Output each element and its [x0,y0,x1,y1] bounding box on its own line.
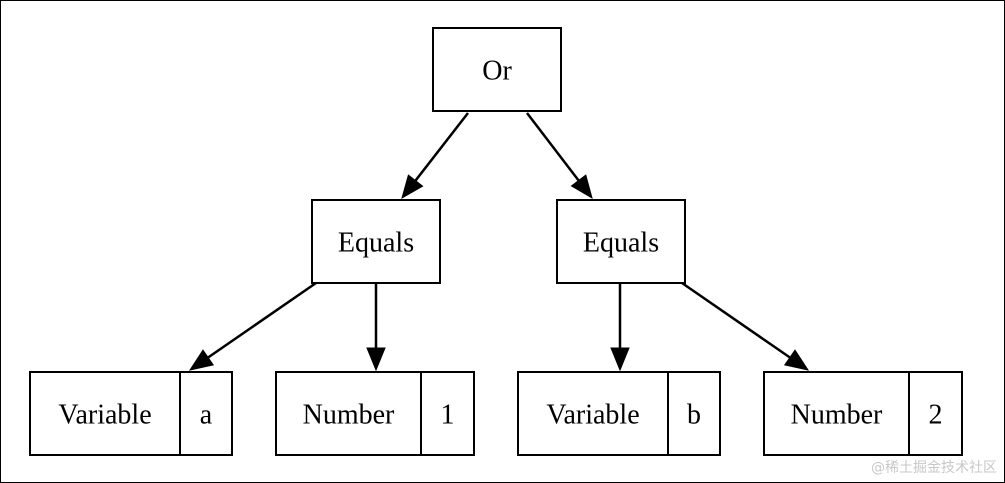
node-value-label: 2 [929,400,943,431]
node-value-label: b [687,400,701,431]
node-type-label: Number [791,400,883,431]
node-type-label: Number [303,400,395,431]
arrowhead-icon [570,174,593,200]
node-type-label: Variable [58,400,151,431]
edge-line [526,112,581,183]
node-cell-box [556,199,686,284]
edge-equals-right-to-variable-b [610,283,630,372]
node-cell-box [667,371,721,456]
edge-equals-left-to-variable-a [188,281,317,371]
node-cell-box [420,371,475,456]
edges-layer [188,112,810,372]
arrowhead-icon [783,349,810,371]
arrowhead-icon [188,349,215,371]
node-cell-box [311,199,441,284]
node-equals-left: Equals [311,199,441,284]
node-cell-box [763,371,910,456]
node-type-label: Or [482,56,512,87]
edge-or-to-equals-right [526,112,593,200]
node-cell-box [908,371,963,456]
arrowhead-icon [401,174,424,200]
node-cell-box [179,371,233,456]
node-number-1: Number 1 [275,371,475,456]
edge-line [681,281,793,360]
node-or: Or [432,27,562,112]
edge-equals-left-to-number-1 [366,283,386,372]
edge-or-to-equals-left [401,112,469,200]
node-type-label: Variable [546,400,639,431]
node-variable-b: Variable b [517,371,721,456]
arrowhead-icon [366,347,386,372]
node-type-label: Equals [338,228,414,259]
edge-line [205,281,317,360]
node-type-label: Equals [583,228,659,259]
node-value-label: 1 [441,400,455,431]
node-cell-box [517,371,669,456]
node-value-label: a [200,400,213,431]
arrowhead-icon [610,347,630,372]
node-number-2: Number 2 [763,371,963,456]
node-variable-a: Variable a [29,371,233,456]
edge-line [413,112,469,183]
watermark-text: @稀土掘金技术社区 [871,460,997,476]
edge-equals-right-to-number-2 [681,281,810,371]
node-cell-box [432,27,562,112]
node-cell-box [275,371,422,456]
node-equals-right: Equals [556,199,686,284]
